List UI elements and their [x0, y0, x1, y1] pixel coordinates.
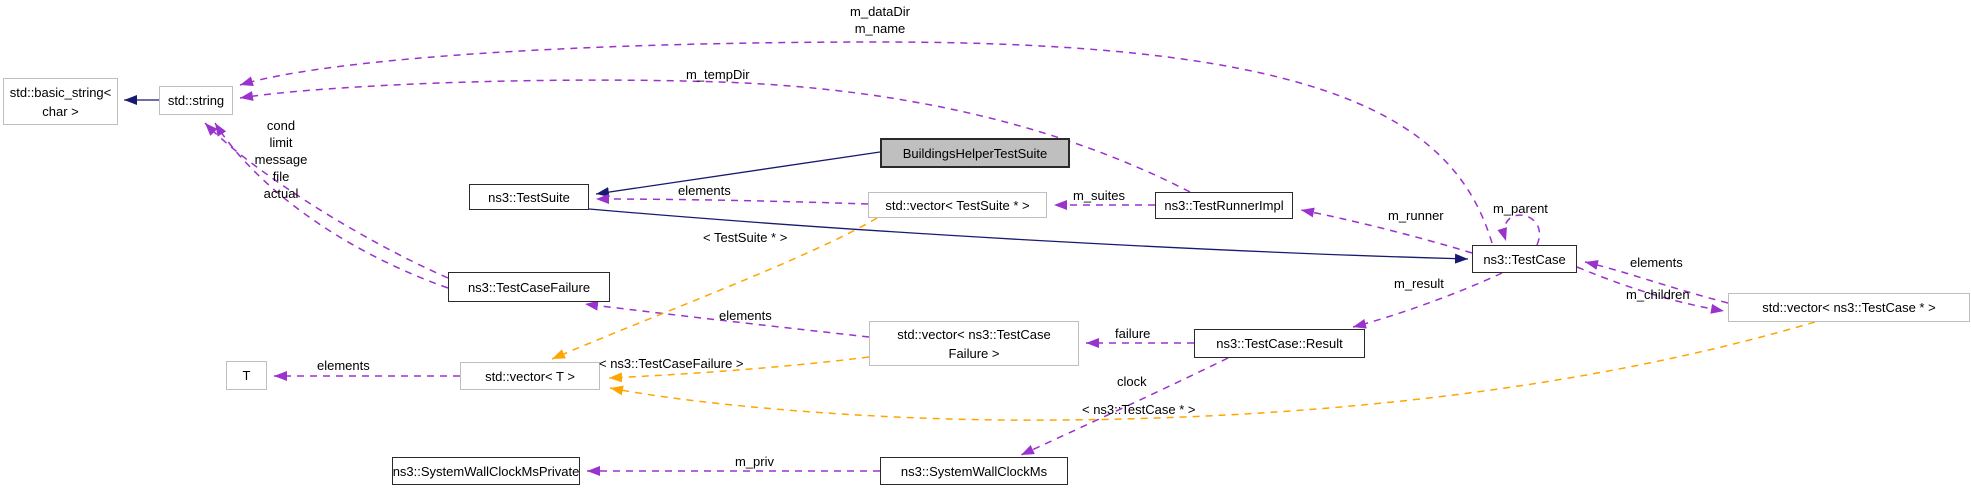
- node-std-vector-ns3-testcase-ptr: std::vector< ns3::TestCase * >: [1728, 293, 1970, 322]
- node-ns3-testcase-result[interactable]: ns3::TestCase::Result: [1194, 329, 1365, 358]
- edge-m-runner: [1300, 207, 1473, 254]
- edge-label-elements-testcase: elements: [1630, 255, 1683, 270]
- node-std-basic-string: std::basic_string< char >: [3, 78, 118, 125]
- edge-label-m-parent: m_parent: [1493, 201, 1548, 216]
- edge-label-m-tempdir: m_tempDir: [686, 67, 750, 82]
- node-ns3-systemwallclockmsprivate[interactable]: ns3::SystemWallClockMsPrivate: [392, 457, 580, 485]
- edge-label-m-runner: m_runner: [1388, 208, 1444, 223]
- edge-label-elements-testsuite: elements: [678, 183, 731, 198]
- edge-elements-vectortestcase-testcase: [1584, 260, 1729, 304]
- node-std-string: std::string: [159, 86, 233, 115]
- edge-label-m-suites: m_suites: [1073, 188, 1126, 203]
- edge-label-cond-limit-message-file-actual: cond limit message file actual: [254, 118, 308, 201]
- edge-label-template-testsuite-ptr: < TestSuite * >: [703, 230, 788, 245]
- node-ns3-testcase[interactable]: ns3::TestCase: [1472, 245, 1577, 273]
- edge-label-elements-failure: elements: [719, 308, 772, 323]
- node-std-vector-testsuite-ptr: std::vector< TestSuite * >: [868, 192, 1047, 218]
- node-std-vector-ns3-testcasefailure: std::vector< ns3::TestCase Failure >: [869, 321, 1079, 366]
- node-ns3-testsuite[interactable]: ns3::TestSuite: [469, 184, 589, 210]
- node-ns3-systemwallclockms[interactable]: ns3::SystemWallClockMs: [880, 457, 1068, 485]
- edge-template-testcase-ptr: [609, 321, 1816, 421]
- edge-label-failure: failure: [1115, 326, 1151, 341]
- edge-cond-members-1: [204, 122, 449, 279]
- edge-m-datadir-m-name: [239, 41, 1493, 244]
- node-t: T: [226, 361, 267, 390]
- edge-m-result: [1352, 272, 1503, 329]
- edge-label-template-testcasefailure: < ns3::TestCaseFailure >: [599, 356, 744, 371]
- edge-inherit-buildings-testsuite: [595, 151, 881, 198]
- edge-label-clock: clock: [1117, 374, 1147, 389]
- edge-label-m-children: m_children: [1626, 287, 1690, 302]
- edge-label-template-testcase-ptr: < ns3::TestCase * >: [1082, 402, 1196, 417]
- edge-label-m-priv: m_priv: [735, 454, 775, 469]
- node-std-vector-t: std::vector< T >: [460, 362, 600, 390]
- edge-template-testsuite-ptr: [551, 217, 878, 360]
- edge-elements-vectortestsuite-testsuite: [595, 194, 869, 205]
- edge-inherit-testsuite-testcase: [588, 208, 1469, 264]
- edge-m-children: [1576, 266, 1725, 314]
- edge-clock: [1020, 357, 1229, 456]
- edge-template-testcasefailure: [608, 356, 870, 383]
- edge-m-tempdir: [239, 79, 1191, 193]
- edge-label-m-result: m_result: [1394, 276, 1444, 291]
- edge-m-parent-selfloop: [1497, 214, 1541, 246]
- node-ns3-testrunnerimpl[interactable]: ns3::TestRunnerImpl: [1155, 192, 1293, 219]
- edge-label-elements-t: elements: [317, 358, 370, 373]
- node-ns3-testcasefailure[interactable]: ns3::TestCaseFailure: [448, 272, 610, 302]
- node-buildings-helper-test-suite: BuildingsHelperTestSuite: [880, 138, 1070, 168]
- edge-label-m-datadir-m-name: m_dataDir m_name: [850, 4, 910, 36]
- edge-cond-members-2: [214, 122, 449, 289]
